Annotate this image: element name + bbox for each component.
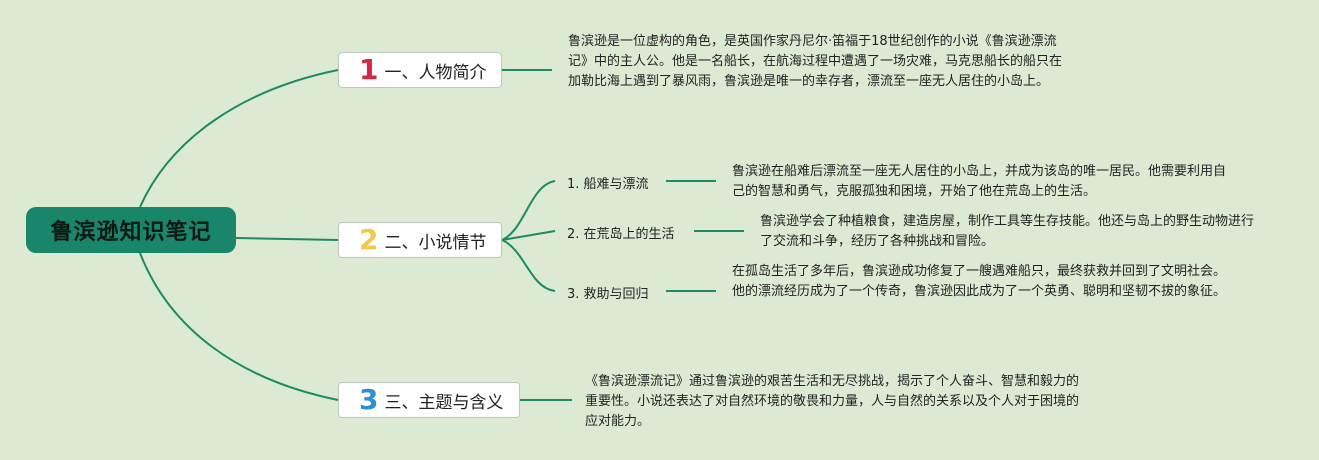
connector-branch-2-sub-2 [501, 230, 556, 241]
root-node[interactable]: 鲁滨逊知识笔记 [26, 207, 236, 253]
plot-item-2-description: 鲁滨逊学会了种植粮食，建造房屋，制作工具等生存技能。他还与岛上的野生动物进行了交… [760, 214, 1255, 249]
branch-label-2: 二、小说情节 [384, 232, 487, 253]
plot-item-3-label[interactable]: 3. 救助与回归 [567, 287, 649, 302]
branch-number-2: 2 [359, 223, 379, 256]
plot-item-2-label[interactable]: 2. 在荒岛上的生活 [567, 227, 675, 242]
branch-node-1[interactable]: 1 一、人物简介 [338, 52, 502, 88]
connector-branch-2-sub-1 [501, 180, 556, 241]
branch-label-3: 三、主题与含义 [384, 392, 504, 413]
plot-item-3-description: 在孤岛生活了多年后，鲁滨逊成功修复了一艘遇难船只，最终获救并回到了文明社会。他的… [732, 264, 1227, 299]
branch-number-3: 3 [359, 383, 379, 416]
branch-number-1: 1 [359, 53, 379, 86]
plot-item-1-description: 鲁滨逊在船难后漂流至一座无人居住的小岛上，并成为该岛的唯一居民。他需要利用自己的… [732, 164, 1227, 199]
branch-3-description: 《鲁滨逊漂流记》通过鲁滨逊的艰苦生活和无尽挑战，揭示了个人奋斗、智慧和毅力的重要… [585, 374, 1080, 429]
branch-node-3[interactable]: 3 三、主题与含义 [338, 382, 520, 418]
connector-branch-2-sub-3 [501, 239, 556, 292]
root-label: 鲁滨逊知识笔记 [50, 220, 212, 245]
branch-1-description: 鲁滨逊是一位虚构的角色，是英国作家丹尼尔·笛福于18世纪创作的小说《鲁滨逊漂流记… [568, 34, 1063, 89]
branch-node-2[interactable]: 2 二、小说情节 [338, 222, 502, 258]
connector-root-branch-2 [235, 237, 339, 241]
branch-label-1: 一、人物简介 [384, 62, 487, 83]
connector-root-branch-1 [139, 69, 339, 208]
connector-root-branch-3 [139, 252, 339, 401]
plot-item-1-label[interactable]: 1. 船难与漂流 [567, 177, 649, 192]
